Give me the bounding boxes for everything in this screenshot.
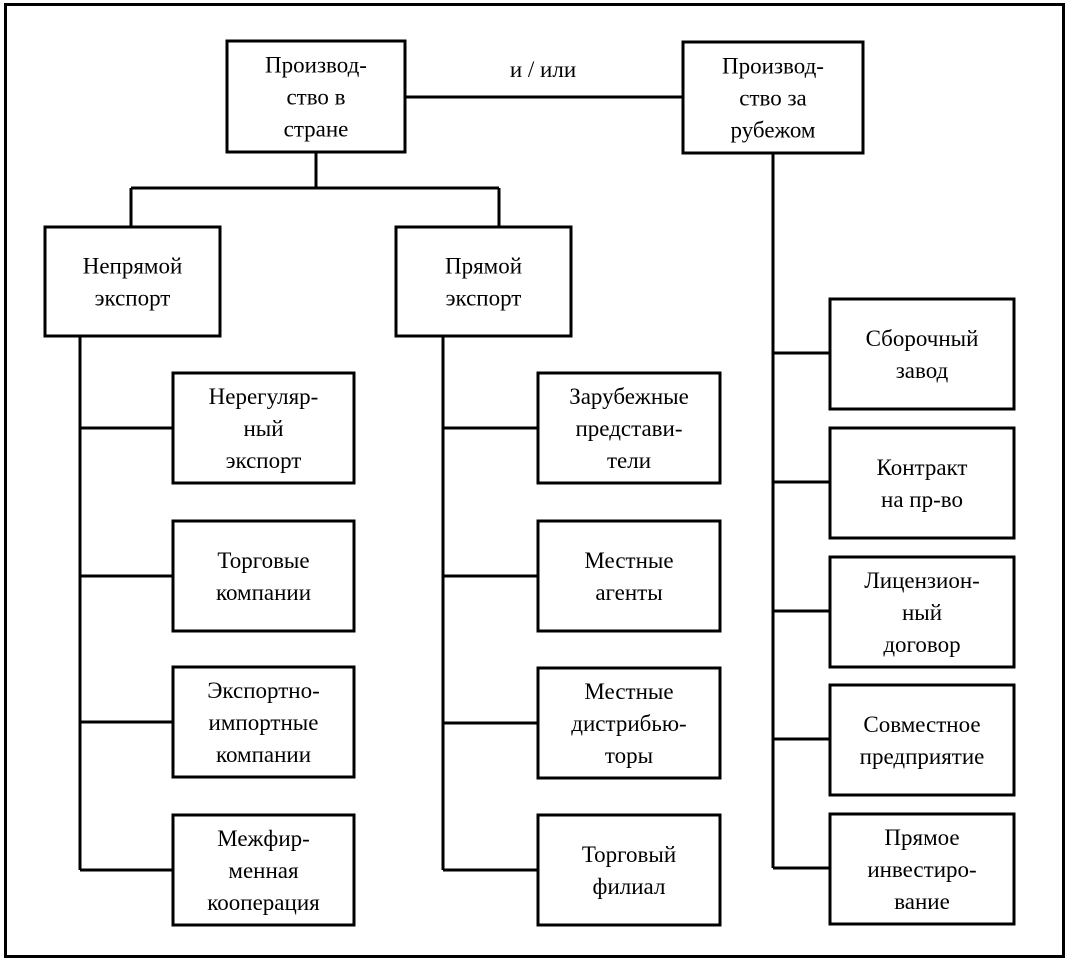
node-abroad-child-5-label-line: инвестиро-	[867, 857, 976, 882]
node-indirect-export-label-line: Непрямой	[83, 254, 183, 279]
node-abroad-child-5-box	[828, 812, 1016, 926]
node-indirect-child-4-label-line: Межфир-	[217, 826, 310, 851]
connectors	[78, 95, 830, 872]
nodes: Производ-ство в стране Производ-ство за руб…	[43, 39, 1016, 927]
node-production-abroad-label-line: ство за	[739, 86, 807, 111]
node-abroad-child-1-box	[828, 297, 1016, 411]
node-abroad-child-2-label-line: на пр-во	[881, 487, 963, 512]
node-direct-export-box	[394, 225, 573, 338]
node-indirect-child-3: Экспортно-импортные компании	[171, 665, 356, 779]
node-direct-child-1-label-line: тели	[607, 448, 651, 473]
node-indirect-child-2-box	[171, 519, 356, 633]
node-abroad-child-1: Сборочный завод	[828, 297, 1016, 411]
node-production-abroad: Производ-ство за рубежом	[681, 40, 865, 155]
node-indirect-export-box	[43, 225, 222, 338]
and-or-label: и / или	[510, 57, 576, 82]
node-direct-export-label-line: экспорт	[446, 286, 522, 311]
node-direct-child-4-box	[536, 813, 722, 927]
node-indirect-child-1-label-line: экспорт	[226, 448, 302, 473]
node-direct-child-1-label-line: представи-	[576, 416, 683, 441]
node-production-domestic-label-line: Производ-	[265, 53, 367, 78]
node-direct-child-3-label-line: торы	[605, 743, 653, 768]
node-direct-child-2-box	[536, 519, 722, 633]
node-indirect-child-3-box	[171, 665, 356, 779]
node-abroad-child-2: Контракт на пр-во	[828, 426, 1016, 540]
node-abroad-child-3-label-line: Лицензион-	[864, 568, 980, 593]
node-indirect-child-3-label-line: импортные	[209, 710, 319, 735]
node-indirect-child-1-label-line: Нерегуляр-	[209, 384, 319, 409]
node-direct-child-2: Местные агенты	[536, 519, 722, 633]
node-indirect-child-2-label-line: Торговые	[217, 548, 309, 573]
node-abroad-child-3-box	[828, 555, 1016, 669]
diagram-frame	[4, 3, 1065, 958]
node-indirect-child-1-box	[171, 371, 356, 485]
node-abroad-child-3-label-line: ный	[902, 600, 942, 625]
node-direct-child-2-label-line: агенты	[595, 580, 662, 605]
node-indirect-child-4-label-line: кооперация	[207, 890, 320, 915]
node-indirect-child-4-box	[171, 813, 356, 927]
node-direct-child-4-label-line: филиал	[593, 874, 666, 899]
node-production-abroad-label-line: рубежом	[731, 118, 816, 143]
node-abroad-child-1-label-line: Сборочный	[866, 326, 979, 351]
node-abroad-child-4-label-line: предприятие	[860, 744, 985, 769]
node-indirect-child-4-label-line: менная	[228, 858, 299, 883]
node-direct-child-1-box	[536, 371, 722, 485]
node-abroad-child-4: Совместное предприятие	[828, 683, 1016, 797]
node-direct-child-3-label-line: Местные	[584, 679, 673, 704]
node-direct-child-3-label-line: дистрибью-	[571, 711, 686, 736]
node-direct-export: Прямой экспорт	[394, 225, 573, 338]
node-direct-child-1: Зарубежные представи-тели	[536, 371, 722, 485]
node-abroad-child-2-label-line: Контракт	[877, 455, 968, 480]
node-indirect-child-4: Межфир-менная кооперация	[171, 813, 356, 927]
node-indirect-child-1-label-line: ный	[243, 416, 283, 441]
node-abroad-child-3-label-line: договор	[883, 632, 960, 657]
node-production-domestic-box	[225, 39, 407, 154]
node-abroad-child-4-label-line: Совместное	[863, 712, 980, 737]
node-indirect-child-3-label-line: Экспортно-	[207, 678, 320, 703]
node-indirect-child-2: Торговые компании	[171, 519, 356, 633]
node-indirect-child-3-label-line: компании	[216, 742, 311, 767]
node-direct-child-4-label-line: Торговый	[582, 842, 676, 867]
node-abroad-child-1-label-line: завод	[896, 358, 949, 383]
node-direct-export-label-line: Прямой	[445, 254, 522, 279]
node-abroad-child-5: Прямое инвестиро-вание	[828, 812, 1016, 926]
node-direct-child-4: Торговый филиал	[536, 813, 722, 927]
node-abroad-child-4-box	[828, 683, 1016, 797]
node-abroad-child-5-label-line: вание	[894, 889, 950, 914]
node-abroad-child-2-box	[828, 426, 1016, 540]
node-production-domestic-label-line: ство в	[286, 85, 345, 110]
node-direct-child-2-label-line: Местные	[584, 548, 673, 573]
node-production-abroad-label-line: Производ-	[722, 54, 824, 79]
node-indirect-export-label-line: экспорт	[95, 286, 171, 311]
node-indirect-child-1: Нерегуляр-ный экспорт	[171, 371, 356, 485]
node-abroad-child-5-label-line: Прямое	[884, 825, 959, 850]
node-direct-child-3-box	[536, 666, 722, 780]
node-indirect-export: Непрямой экспорт	[43, 225, 222, 338]
node-production-domestic: Производ-ство в стране	[225, 39, 407, 154]
node-direct-child-1-label-line: Зарубежные	[569, 384, 689, 409]
node-production-abroad-box	[681, 40, 865, 155]
node-direct-child-3: Местные дистрибью-торы	[536, 666, 722, 780]
node-indirect-child-2-label-line: компании	[216, 580, 311, 605]
node-production-domestic-label-line: стране	[284, 117, 349, 142]
node-abroad-child-3: Лицензион-ный договор	[828, 555, 1016, 669]
